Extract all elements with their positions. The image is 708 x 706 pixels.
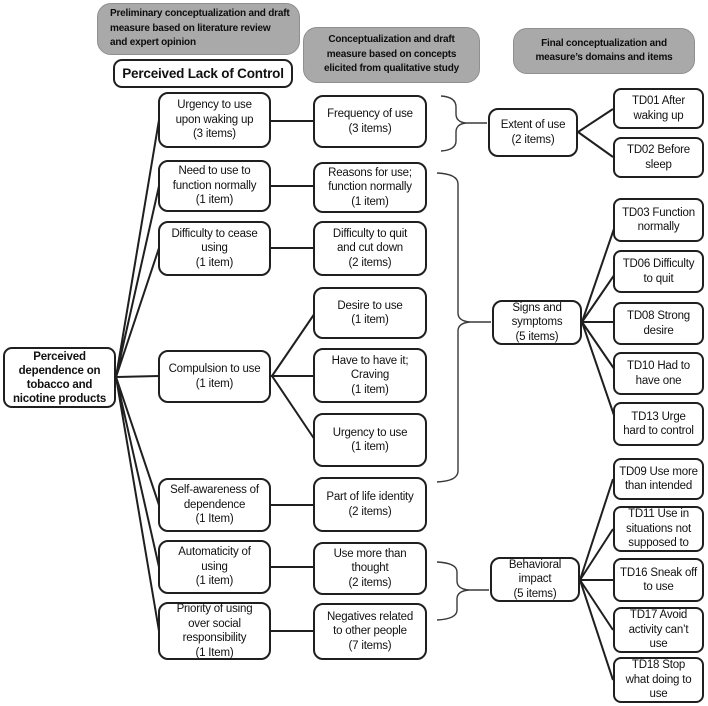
item-td03: TD03 Function normally bbox=[613, 198, 704, 242]
domain-signs-symptoms: Signs and symptoms (5 items) bbox=[492, 300, 582, 345]
item-td10: TD10 Had to have one bbox=[613, 352, 704, 395]
item-td06: TD06 Difficulty to quit bbox=[613, 250, 704, 293]
draft-use-more-thought: Use more than thought (2 items) bbox=[313, 542, 427, 595]
stage2-header: Conceptualization and draft measure base… bbox=[303, 27, 480, 83]
draft-have-to-have-it: Have to have it; Craving (1 item) bbox=[313, 348, 427, 403]
item-td16: TD16 Sneak off to use bbox=[613, 558, 704, 602]
concept-to-draft-lines bbox=[271, 120, 316, 632]
item-td18: TD18 Stop what doing to use bbox=[613, 657, 704, 703]
draft-urgency-to-use: Urgency to use (1 item) bbox=[313, 413, 427, 467]
item-td13: TD13 Urge hard to control bbox=[613, 402, 704, 446]
item-td02: TD02 Before sleep bbox=[613, 137, 704, 178]
draft-frequency-of-use: Frequency of use (3 items) bbox=[313, 95, 427, 148]
item-td11: TD11 Use in situations not supposed to bbox=[613, 506, 704, 552]
behavioral-fan-lines bbox=[579, 478, 614, 681]
extent-fan-lines bbox=[577, 108, 614, 158]
draft-difficulty-quit: Difficulty to quit and cut down (2 items… bbox=[313, 221, 427, 276]
item-td09: TD09 Use more than intended bbox=[613, 458, 704, 500]
brace-behavioral bbox=[436, 561, 489, 621]
item-td08: TD08 Strong desire bbox=[613, 302, 704, 345]
draft-negatives-people: Negatives related to other people (7 ite… bbox=[313, 603, 427, 660]
stage3-header: Final conceptualization and measure’s do… bbox=[513, 28, 695, 74]
draft-desire-to-use: Desire to use (1 item) bbox=[313, 287, 427, 339]
domain-extent-of-use: Extent of use (2 items) bbox=[488, 108, 578, 157]
brace-signs bbox=[436, 172, 491, 483]
concept-priority-social: Priority of using over social responsibi… bbox=[158, 602, 271, 660]
concept-automaticity: Automaticity of using (1 item) bbox=[158, 540, 271, 594]
concept-difficulty-cease: Difficulty to cease using (1 item) bbox=[158, 221, 271, 276]
brace-extent bbox=[440, 95, 487, 152]
concept-self-awareness: Self-awareness of dependence (1 Item) bbox=[158, 478, 271, 532]
construct-title-box: Perceived Lack of Control bbox=[113, 59, 293, 88]
root-fan-lines bbox=[115, 119, 160, 632]
signs-fan-lines bbox=[581, 219, 618, 425]
draft-reasons-for-use: Reasons for use; function normally (1 it… bbox=[313, 162, 427, 213]
concept-need-function: Need to use to function normally (1 item… bbox=[158, 160, 271, 212]
concept-urgency-waking: Urgency to use upon waking up (3 items) bbox=[158, 92, 271, 148]
stage1-header: Preliminary conceptualization and draft … bbox=[97, 3, 300, 55]
draft-life-identity: Part of life identity (2 items) bbox=[313, 477, 427, 532]
item-td17: TD17 Avoid activity can’t use bbox=[613, 607, 704, 653]
root-box: Perceived dependence on tobacco and nico… bbox=[3, 347, 116, 408]
domain-behavioral-impact: Behavioral impact (5 items) bbox=[490, 557, 580, 602]
item-td01: TD01 After waking up bbox=[613, 88, 704, 129]
concept-compulsion: Compulsion to use (1 item) bbox=[158, 350, 271, 403]
